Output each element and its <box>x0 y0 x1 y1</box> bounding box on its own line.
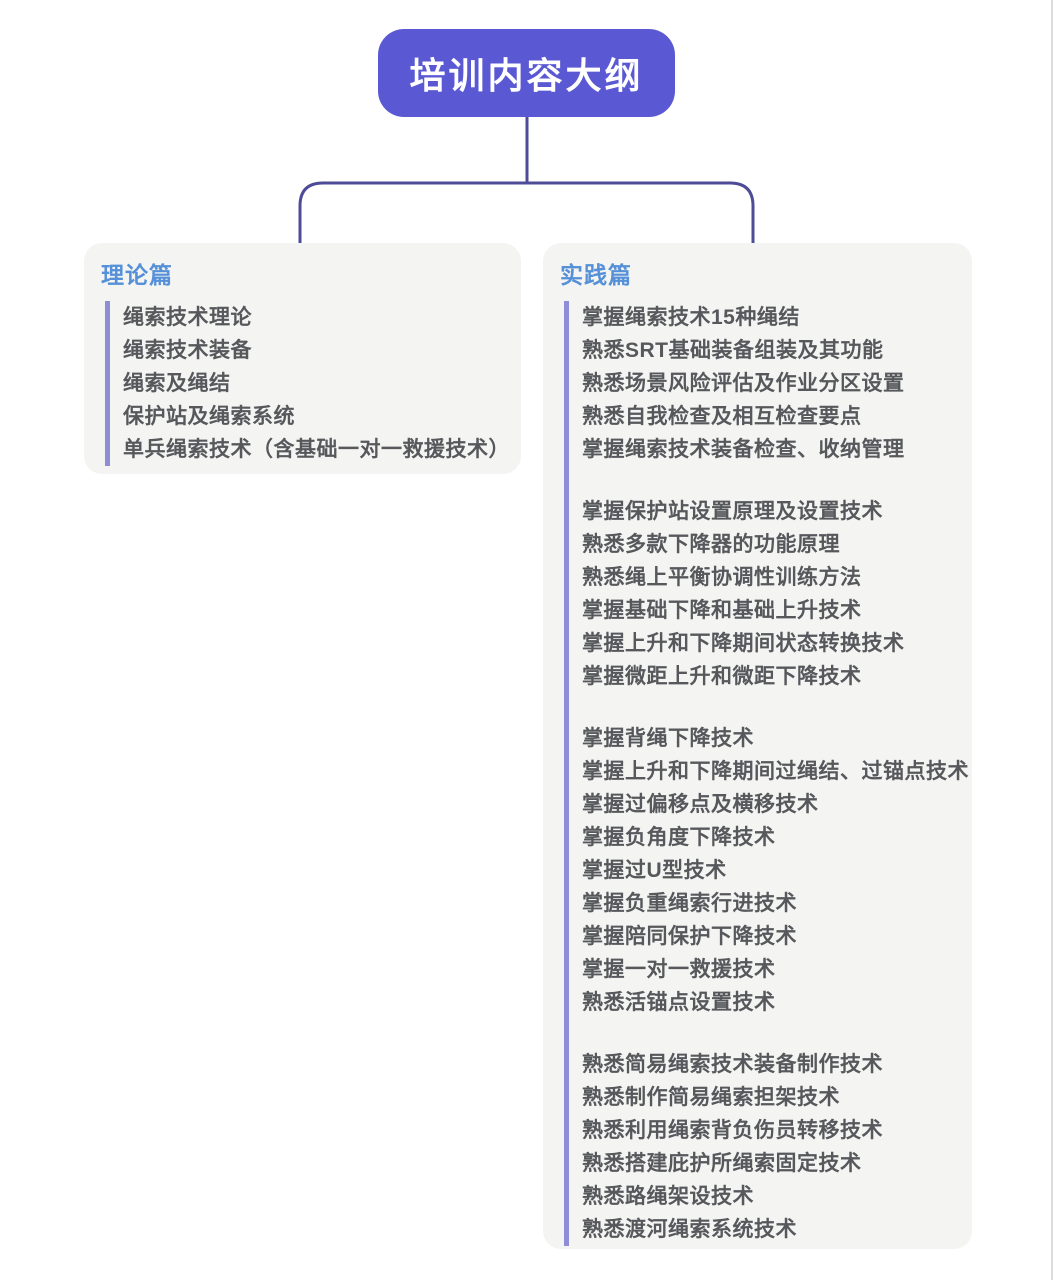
outline-item: 绳索技术装备 <box>123 339 252 362</box>
outline-item: 熟悉路绳架设技术 <box>582 1185 754 1208</box>
outline-item: 掌握过U型技术 <box>582 859 727 882</box>
theory-panel: 理论篇 绳索技术理论 绳索技术装备 绳索及绳结 保护站及绳索系统 单兵绳索技术（… <box>84 243 521 474</box>
practice-group-improvised: 熟悉简易绳索技术装备制作技术 熟悉制作简易绳索担架技术 熟悉利用绳索背负伤员转移… <box>582 1048 972 1246</box>
theory-header: 理论篇 <box>101 262 173 288</box>
outline-item: 掌握绳索技术15种绳结 <box>582 306 800 329</box>
outline-item: 掌握上升和下降期间状态转换技术 <box>582 632 905 655</box>
outline-item: 熟悉简易绳索技术装备制作技术 <box>582 1053 883 1076</box>
outline-item: 掌握负重绳索行进技术 <box>582 892 797 915</box>
outline-item: 熟悉制作简易绳索担架技术 <box>582 1086 840 1109</box>
outline-item: 掌握微距上升和微距下降技术 <box>582 665 862 688</box>
theory-list: 绳索技术理论 绳索技术装备 绳索及绳结 保护站及绳索系统 单兵绳索技术（含基础一… <box>105 301 521 466</box>
outline-item: 掌握绳索技术装备检查、收纳管理 <box>582 438 905 461</box>
outline-item: 掌握一对一救援技术 <box>582 958 776 981</box>
outline-item: 单兵绳索技术（含基础一对一救援技术） <box>123 438 510 461</box>
root-title-node: 培训内容大纲 <box>378 29 675 117</box>
outline-item: 熟悉搭建庇护所绳索固定技术 <box>582 1152 862 1175</box>
outline-item: 掌握上升和下降期间过绳结、过锚点技术 <box>582 760 969 783</box>
outline-item: 熟悉SRT基础装备组装及其功能 <box>582 339 884 362</box>
outline-item: 熟悉场景风险评估及作业分区设置 <box>582 372 905 395</box>
outline-item: 绳索及绳结 <box>123 372 231 395</box>
outline-item: 掌握背绳下降技术 <box>582 727 754 750</box>
practice-list: 掌握绳索技术15种绳结 熟悉SRT基础装备组装及其功能 熟悉场景风险评估及作业分… <box>564 301 972 1246</box>
outline-item: 熟悉活锚点设置技术 <box>582 991 776 1014</box>
practice-group-ascent-descent: 掌握保护站设置原理及设置技术 熟悉多款下降器的功能原理 熟悉绳上平衡协调性训练方… <box>582 495 972 693</box>
practice-header: 实践篇 <box>560 262 632 288</box>
outline-item: 掌握陪同保护下降技术 <box>582 925 797 948</box>
outline-item: 熟悉多款下降器的功能原理 <box>582 533 840 556</box>
outline-item: 掌握保护站设置原理及设置技术 <box>582 500 883 523</box>
outline-item: 掌握基础下降和基础上升技术 <box>582 599 862 622</box>
outline-item: 掌握负角度下降技术 <box>582 826 776 849</box>
outline-item: 熟悉渡河绳索系统技术 <box>582 1218 797 1241</box>
outline-item: 熟悉绳上平衡协调性训练方法 <box>582 566 862 589</box>
practice-group-advanced: 掌握背绳下降技术 掌握上升和下降期间过绳结、过锚点技术 掌握过偏移点及横移技术 … <box>582 722 972 1019</box>
outline-item: 熟悉利用绳索背负伤员转移技术 <box>582 1119 883 1142</box>
practice-group-basics: 掌握绳索技术15种绳结 熟悉SRT基础装备组装及其功能 熟悉场景风险评估及作业分… <box>582 301 972 466</box>
outline-item: 绳索技术理论 <box>123 306 252 329</box>
outline-item: 保护站及绳索系统 <box>123 405 295 428</box>
outline-item: 掌握过偏移点及横移技术 <box>582 793 819 816</box>
connector-path <box>298 117 755 243</box>
page-title: 培训内容大纲 <box>409 55 644 96</box>
outline-item: 熟悉自我检查及相互检查要点 <box>582 405 862 428</box>
practice-panel: 实践篇 掌握绳索技术15种绳结 熟悉SRT基础装备组装及其功能 熟悉场景风险评估… <box>543 243 972 1249</box>
